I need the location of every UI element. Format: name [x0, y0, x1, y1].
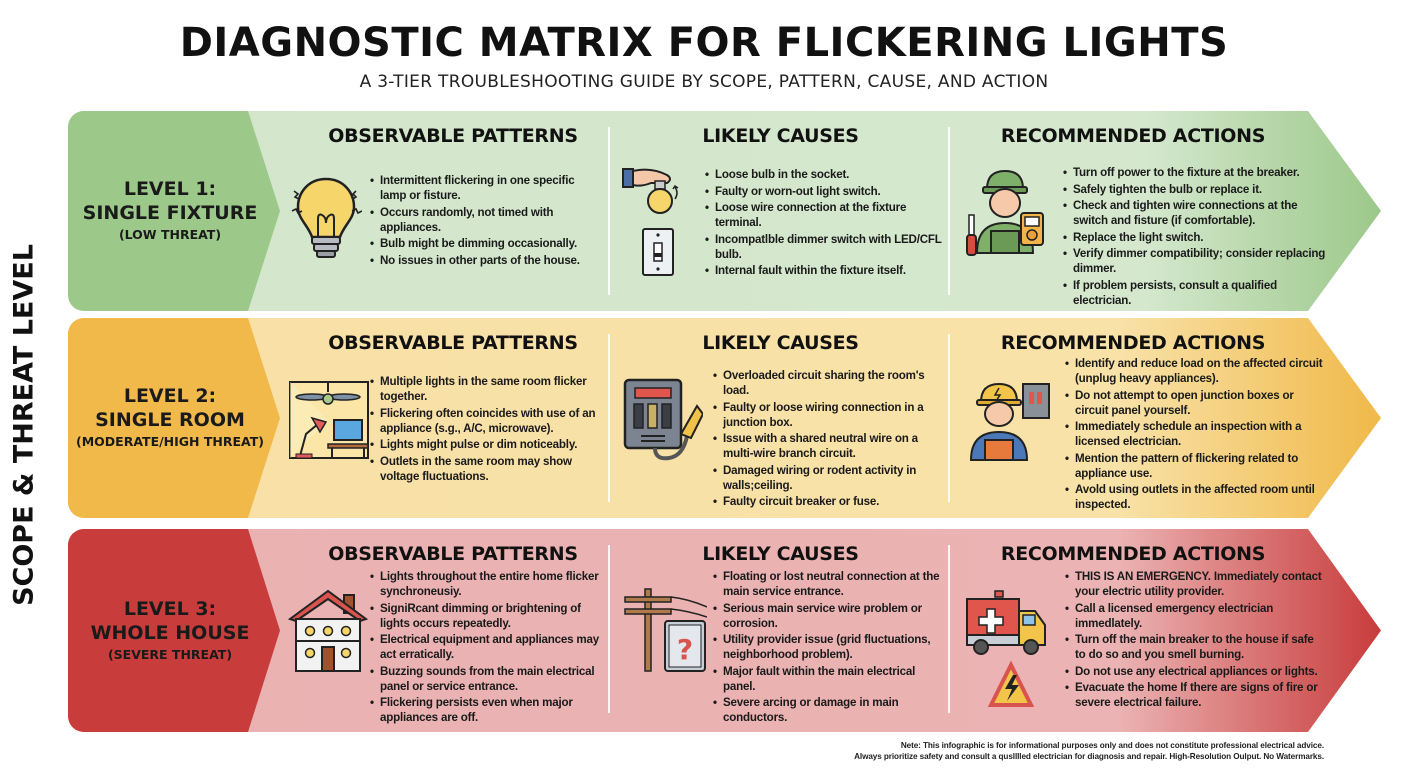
column-divider [948, 545, 950, 713]
actions-column: RECOMMENDED ACTIONS Turn off power to th… [953, 111, 1333, 311]
patterns-list: Intermittent flickering in one specific … [370, 173, 600, 269]
house-with-lit-bulbs-icon [287, 589, 369, 680]
level-3-row: LEVEL 3: WHOLE HOUSE (SEVERE THREAT) OBS… [68, 529, 1381, 732]
causes-column: LIKELY CAUSES Loose bulb in the socket. … [613, 111, 948, 311]
page-subtitle: A 3-TIER TROUBLESHOOTING GUIDE BY SCOPE,… [359, 72, 1049, 92]
column-divider [948, 334, 950, 502]
column-divider [608, 545, 610, 713]
patterns-column: OBSERVABLE PATTERNS Lights throughout th… [278, 529, 608, 732]
actions-column: RECOMMENDED ACTIONS THIS IS AN EMERGENCY… [953, 529, 1333, 732]
actions-list: Turn off power to the fixture at the bre… [1063, 165, 1328, 309]
patterns-column: OBSERVABLE PATTERNS Intermittent flicker… [278, 111, 608, 311]
flickering-light-bulb-icon [290, 171, 363, 272]
actions-list: Identify and reduce load on the affected… [1065, 356, 1327, 514]
causes-list: Floating or lost neutral connection at t… [713, 569, 948, 727]
patterns-list: Lights throughout the entire home flicke… [370, 569, 602, 727]
room-with-fan-lamp-monitor-icon [288, 380, 370, 467]
hand-bulb-and-light-switch-icon [621, 165, 691, 285]
level-label: LEVEL 3: WHOLE HOUSE (SEVERE THREAT) [90, 597, 250, 662]
actions-list: THIS IS AN EMERGENCY. Immediately contac… [1065, 569, 1327, 712]
level-badge [68, 111, 280, 311]
patterns-column: OBSERVABLE PATTERNS Multiple lights in t… [278, 318, 608, 518]
causes-column: LIKELY CAUSES Overloaded circuit sharing… [613, 318, 948, 518]
level-badge [68, 529, 280, 732]
page-title: DIAGNOSTIC MATRIX FOR FLICKERING LIGHTS [179, 20, 1229, 66]
electrician-with-panel-icon [967, 380, 1051, 467]
causes-column: LIKELY CAUSES ? Floating or lost neutral… [613, 529, 948, 732]
level-1-row: LEVEL 1: SINGLE FIXTURE (LOW THREAT) OBS… [68, 111, 1381, 311]
level-label: LEVEL 2: SINGLE ROOM (MODERATE/HIGH THRE… [76, 385, 264, 449]
level-badge [68, 318, 280, 518]
level-2-row: LEVEL 2: SINGLE ROOM (MODERATE/HIGH THRE… [68, 318, 1381, 518]
disclaimer-note: Nete: This infographic is for informatio… [854, 741, 1324, 761]
emergency-truck-and-hazard-sign-icon [965, 589, 1049, 712]
patterns-list: Multiple lights in the same room flicker… [370, 374, 602, 485]
column-divider [948, 127, 950, 295]
column-divider [608, 127, 610, 295]
actions-column: RECOMMENDED ACTIONS Identify and reduce … [953, 318, 1333, 518]
causes-list: Overloaded circuit sharing the room's lo… [713, 368, 948, 511]
electrician-with-multimeter-icon [965, 153, 1045, 268]
utility-pole-and-meter-question-icon: ? [623, 587, 708, 678]
svg-text:?: ? [677, 633, 693, 666]
level-label: LEVEL 1: SINGLE FIXTURE (LOW THREAT) [82, 178, 258, 242]
causes-list: Loose bulb in the socket. Faulty or worn… [705, 167, 945, 280]
breaker-panel-and-wire-nut-icon [621, 376, 705, 469]
column-divider [608, 334, 610, 502]
